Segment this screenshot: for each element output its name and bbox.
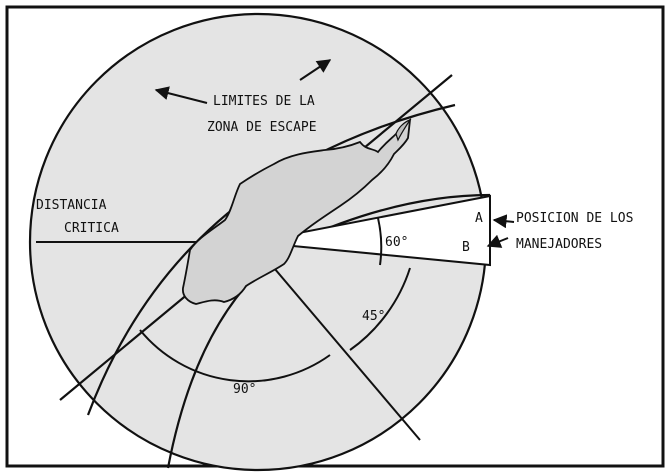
critical-distance-label-line2: CRITICA (64, 221, 119, 236)
handler-label-line1: POSICION DE LOS (516, 211, 633, 226)
point-b-label: B (462, 240, 470, 255)
handler-label-line2: MANEJADORES (516, 237, 602, 252)
critical-distance-label-line1: DISTANCIA (36, 198, 107, 213)
angle-60-label: 60° (385, 235, 408, 250)
handler-a-arrow (494, 220, 514, 222)
point-a-label: A (475, 211, 483, 226)
zone-label-line2: ZONA DE ESCAPE (207, 120, 317, 135)
angle-90-label: 90° (233, 382, 256, 397)
zone-label-line1: LIMITES DE LA (213, 94, 315, 109)
angle-45-label: 45° (362, 309, 385, 324)
